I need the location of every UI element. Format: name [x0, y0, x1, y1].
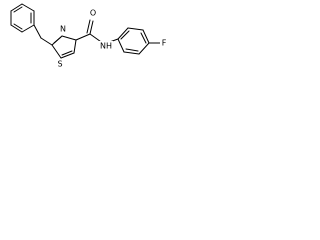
bond	[61, 35, 77, 41]
bond	[75, 33, 91, 41]
bond	[89, 20, 94, 35]
bond	[33, 24, 42, 39]
structure-canvas: S N O NH F	[10, 3, 168, 69]
bond	[53, 36, 62, 44]
bond	[142, 29, 150, 44]
bond	[13, 6, 23, 13]
atom-label-sulfur: S	[57, 60, 62, 69]
atom-label-layer: S N O NH F	[56, 8, 168, 69]
atom-label-oxygen: O	[90, 9, 96, 18]
atom-label-thiazole-nitrogen: N	[60, 25, 66, 34]
bond	[117, 38, 125, 53]
bond	[125, 48, 139, 52]
bond	[21, 24, 35, 33]
atom-label-amide-nh: NH	[100, 42, 112, 51]
bond	[117, 27, 129, 40]
bond	[140, 32, 147, 44]
bond	[10, 24, 23, 33]
bond	[127, 27, 144, 31]
bond	[61, 50, 73, 56]
bond	[120, 30, 130, 40]
bond	[138, 42, 150, 55]
bond	[51, 44, 62, 59]
bond	[13, 23, 23, 30]
bond	[10, 3, 23, 12]
atom-label-fluorine: F	[162, 39, 167, 48]
bond	[21, 3, 35, 12]
bond	[60, 52, 75, 59]
bond-layer	[10, 3, 161, 59]
bond	[73, 39, 77, 54]
bond	[86, 19, 91, 34]
bond	[40, 37, 53, 46]
bond	[123, 51, 140, 55]
